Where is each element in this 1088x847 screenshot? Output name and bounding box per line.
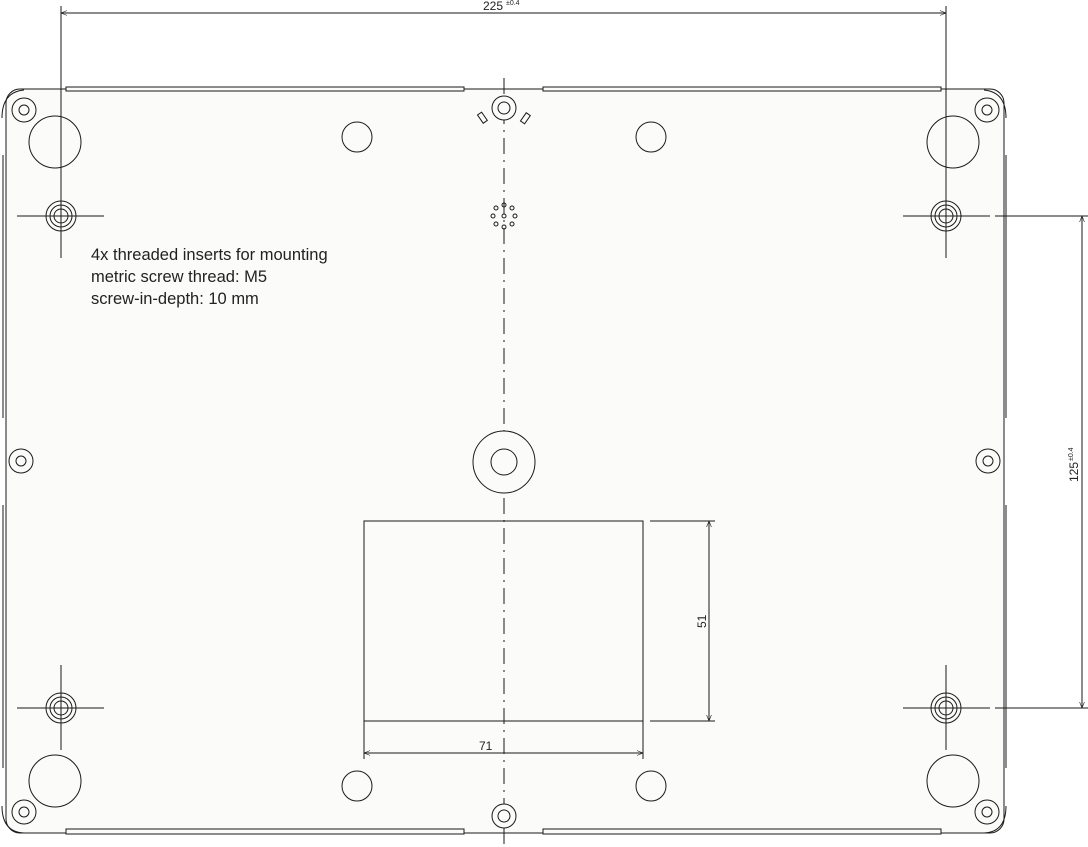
dimension-width — [60, 6, 947, 200]
led-marks — [476, 111, 532, 125]
threaded-inserts — [17, 172, 990, 750]
corner-screws — [8, 95, 1001, 829]
dimension-height-value: 125 — [1067, 462, 1081, 482]
mounting-note: 4x threaded inserts for mounting metric … — [91, 244, 328, 310]
note-line-1: 4x threaded inserts for mounting — [91, 246, 328, 264]
speaker-grille — [490, 202, 518, 230]
note-line-3: screw-in-depth: 10 mm — [91, 290, 259, 308]
dimension-height — [995, 215, 1088, 709]
central-boss — [472, 430, 536, 494]
small-holes — [341, 121, 667, 802]
dimension-cutout-width-value: 71 — [479, 739, 493, 753]
dimension-cutout-height — [650, 520, 715, 722]
feet — [28, 115, 980, 808]
cutout-rectangle — [363, 520, 644, 722]
dimension-height-tolerance: ±0.4 — [1068, 447, 1075, 461]
dimension-width-tolerance: ±0.4 — [506, 0, 520, 7]
dimension-cutout-width — [363, 721, 644, 759]
dimension-cutout-height-value: 51 — [695, 614, 709, 628]
note-line-2: metric screw thread: M5 — [91, 268, 268, 286]
dimension-width-value: 225 — [483, 0, 503, 13]
